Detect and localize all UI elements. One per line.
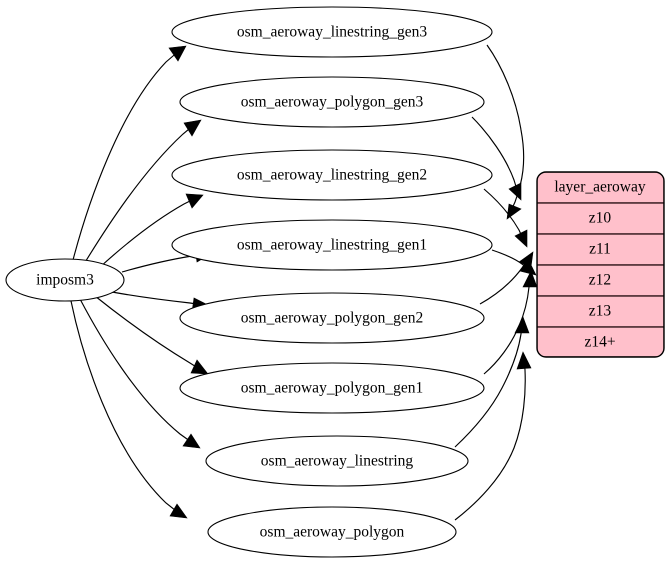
node-label: osm_aeroway_polygon_gen3 — [241, 94, 424, 111]
node-label: osm_aeroway_linestring_gen3 — [237, 24, 428, 41]
node-osm_aeroway_polygon_gen1[interactable]: osm_aeroway_polygon_gen1 — [179, 362, 485, 414]
edge-group-tables-to-layer — [454, 44, 538, 521]
node-osm_aeroway_polygon_gen2[interactable]: osm_aeroway_polygon_gen2 — [179, 292, 485, 344]
edge-imposm3-to-osm_aeroway_polygon_gen3 — [83, 119, 202, 265]
edge-osm_aeroway_linestring_gen2-to-z11 — [483, 188, 528, 248]
table-cell-z13-label: z13 — [589, 303, 612, 320]
node-osm_aeroway_linestring_gen3[interactable]: osm_aeroway_linestring_gen3 — [171, 6, 493, 58]
node-label: osm_aeroway_linestring_gen2 — [237, 167, 427, 184]
node-label: osm_aeroway_polygon — [260, 524, 405, 541]
edge-osm_aeroway_linestring-to-z13 — [454, 316, 530, 448]
table-row-z10[interactable] — [537, 202, 664, 235]
node-imposm3-label: imposm3 — [36, 272, 94, 289]
table-header-label: layer_aeroway — [554, 179, 645, 196]
table-outline — [536, 171, 665, 358]
node-osm_aeroway_polygon_gen3[interactable]: osm_aeroway_polygon_gen3 — [179, 76, 485, 128]
table-row-z14[interactable] — [537, 326, 664, 357]
table-cell-z12-label: z12 — [589, 272, 611, 289]
edge-imposm3-to-osm_aeroway_polygon — [70, 300, 188, 519]
table-cell-z10-label: z10 — [589, 210, 612, 227]
node-osm_aeroway_linestring_gen2[interactable]: osm_aeroway_linestring_gen2 — [171, 149, 493, 201]
edge-imposm3-to-osm_aeroway_polygon_gen1 — [94, 295, 209, 375]
edge-imposm3-to-osm_aeroway_linestring_gen2 — [98, 193, 204, 269]
edge-imposm3-to-osm_aeroway_linestring — [79, 298, 201, 449]
edge-osm_aeroway_polygon-to-z14 — [454, 351, 532, 521]
node-osm_aeroway_linestring_gen1[interactable]: osm_aeroway_linestring_gen1 — [171, 219, 493, 271]
edge-imposm3-to-osm_aeroway_linestring_gen3 — [72, 45, 187, 261]
node-layer_aeroway-table[interactable]: layer_aeroway z10 z11 z12 z13 z14+ — [536, 171, 665, 358]
node-label: osm_aeroway_linestring — [261, 453, 414, 470]
table-row-z12[interactable] — [537, 264, 664, 297]
node-osm_aeroway_linestring[interactable]: osm_aeroway_linestring — [205, 435, 469, 487]
node-osm_aeroway_polygon[interactable]: osm_aeroway_polygon — [207, 506, 457, 558]
table-cell-z14-label: z14+ — [584, 334, 615, 351]
node-label: osm_aeroway_polygon_gen1 — [241, 380, 424, 397]
table-row-z13[interactable] — [537, 295, 664, 328]
edge-osm_aeroway_polygon_gen1-to-z12 — [483, 270, 538, 375]
node-label: osm_aeroway_polygon_gen2 — [241, 310, 424, 327]
edge-osm_aeroway_polygon_gen3-to-z10 — [471, 116, 522, 201]
table-row-z11[interactable] — [537, 233, 664, 266]
table-cell-z11-label: z11 — [589, 241, 611, 258]
node-label: osm_aeroway_linestring_gen1 — [237, 237, 427, 254]
edge-osm_aeroway_polygon_gen2-to-z11 — [479, 251, 534, 305]
node-imposm3[interactable]: imposm3 — [5, 258, 125, 302]
